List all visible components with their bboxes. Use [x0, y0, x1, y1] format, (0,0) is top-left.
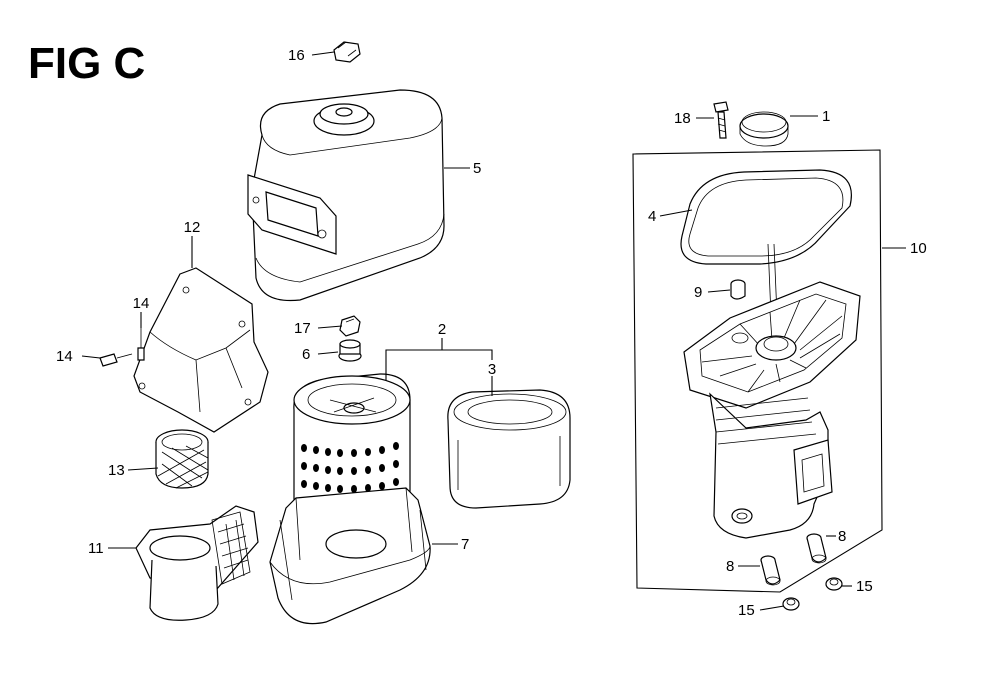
callout-11: 11 [88, 540, 104, 557]
part-14-screw-upper [137, 328, 145, 361]
part-17-bolt [339, 315, 361, 337]
callout-12: 12 [184, 219, 201, 236]
callout-8-lower: 8 [726, 558, 734, 575]
callout-18: 18 [674, 110, 691, 127]
callout-14-left: 14 [56, 348, 73, 365]
figure-title: FIG C [28, 39, 145, 88]
callout-7: 7 [461, 536, 469, 553]
leader-lines [81, 51, 906, 611]
part-5-cover [247, 89, 445, 302]
part-10-assembly-frame [632, 149, 883, 593]
part-15-cap-right [825, 577, 843, 591]
part-9-bushing [730, 279, 746, 300]
part-3-foam [447, 389, 571, 509]
part-8-tube-lower [760, 555, 781, 586]
callout-13: 13 [108, 462, 125, 479]
callout-10: 10 [910, 240, 927, 257]
callout-4: 4 [648, 208, 656, 225]
callout-2: 2 [438, 321, 446, 338]
callout-8-upper: 8 [838, 528, 846, 545]
part-6-grommet [338, 339, 362, 362]
callout-15-right: 15 [856, 578, 873, 595]
part-13-screen [155, 429, 209, 489]
part-4-gasket [680, 169, 852, 265]
callout-14-upper: 14 [133, 295, 150, 312]
callout-16: 16 [288, 47, 305, 64]
callout-1: 1 [822, 108, 830, 125]
part-8-tube-upper [806, 533, 827, 564]
part-14-screw-left [99, 353, 133, 367]
part-11-elbow [135, 505, 259, 621]
callout-9: 9 [694, 284, 702, 301]
callout-5: 5 [473, 160, 481, 177]
part-12-shroud [133, 267, 269, 433]
callout-3: 3 [488, 361, 496, 378]
part-15-cap-bottom [782, 597, 800, 611]
part-16-nut [333, 41, 361, 63]
part-2-filter-element [293, 373, 411, 529]
callout-6: 6 [302, 346, 310, 363]
part-10-body [683, 281, 861, 539]
part-7-base [269, 487, 431, 625]
part-18-bolt [713, 101, 729, 139]
callout-17: 17 [294, 320, 311, 337]
part-1-band [739, 111, 789, 147]
callout-15-bottom: 15 [738, 602, 755, 619]
